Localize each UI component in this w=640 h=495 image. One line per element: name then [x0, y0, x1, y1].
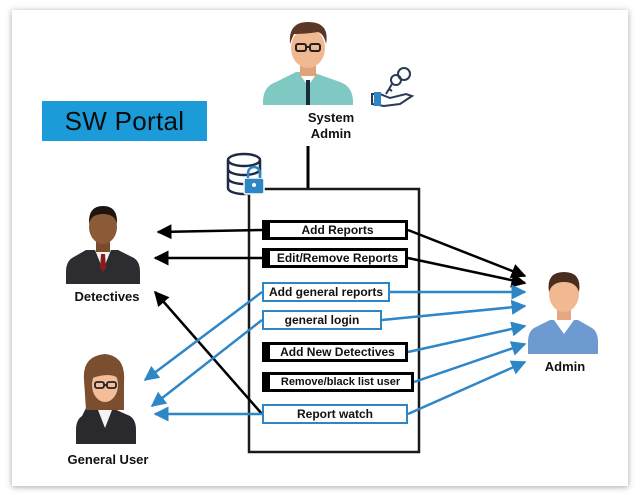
arrow-report-watch-to-detectives [154, 290, 263, 415]
arrow-report-watch-to-admin [407, 360, 527, 416]
detectives-avatar [66, 206, 140, 284]
arrow-general-login-to-admin [381, 299, 527, 322]
system-admin-label-line1: System [307, 110, 355, 125]
general-user-avatar [76, 354, 136, 444]
admin-avatar [528, 272, 598, 354]
system-admin-label-line2: Admin [310, 126, 352, 141]
portal-title: SW Portal [42, 101, 207, 141]
arrow-remove-user-to-admin [413, 341, 527, 384]
feature-general-login[interactable]: general login [262, 310, 382, 330]
key-hand-icon [371, 67, 415, 108]
system-admin-avatar [263, 22, 353, 105]
detectives-label: Detectives [74, 289, 140, 304]
feature-add-reports[interactable]: Add Reports [262, 220, 408, 240]
database-lock-icon [226, 152, 265, 196]
feature-report-watch[interactable]: Report watch [262, 404, 408, 424]
admin-label: Admin [544, 359, 586, 374]
feature-add-general-reports[interactable]: Add general reports [262, 282, 390, 302]
arrow-add-general-reports-to-user [143, 291, 263, 381]
feature-edit-remove-reports[interactable]: Edit/Remove Reports [262, 248, 408, 268]
arrow-general-login-to-user [150, 319, 263, 407]
arrow-edit-reports-to-admin [407, 256, 527, 288]
arrow-add-reports-to-admin [407, 228, 527, 279]
arrow-add-detectives-to-admin [407, 321, 527, 354]
general-user-label: General User [67, 452, 149, 467]
feature-add-new-detectives[interactable]: Add New Detectives [262, 342, 408, 362]
feature-remove-blacklist-user[interactable]: Remove/black list user [262, 372, 414, 392]
arrow-add-reports-to-detectives [156, 224, 263, 240]
system-admin-label: System Admin [296, 110, 366, 142]
